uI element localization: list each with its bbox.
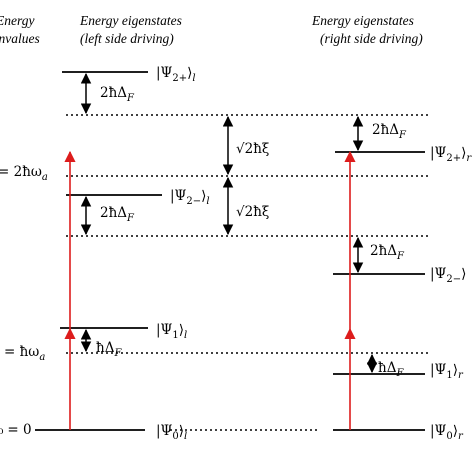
gap-label-xi-lower: √2ħξ	[236, 204, 269, 220]
right-driving-header-line2: (right side driving)	[320, 31, 423, 46]
right-driving-header-line1: Energy eigenstates	[311, 13, 414, 28]
gap-label-1-left: ħΔF	[96, 340, 122, 359]
eigenvalue-label-zero: ₀= 0	[0, 422, 32, 438]
state-label-psi0-right: |Ψ0⟩r	[430, 423, 464, 442]
state-label-psi1-right: |Ψ1⟩r	[430, 362, 464, 381]
state-label-psi0-left: |Ψ0⟩l	[156, 423, 187, 442]
left-driving-header-line2: (left side driving)	[80, 31, 174, 46]
gap-label-xi-upper: √2ħξ	[236, 141, 269, 157]
state-label-psi2p-right: |Ψ2+⟩r	[430, 145, 472, 164]
left-driving-header-line1: Energy eigenstates	[79, 13, 182, 28]
gap-label-2m-right: 2ħΔF	[370, 243, 405, 262]
state-label-psi1-left: |Ψ1⟩l	[156, 322, 187, 341]
gap-label-2m-left: 2ħΔF	[100, 205, 135, 224]
gap-label-2p-left: 2ħΔF	[100, 85, 135, 104]
state-label-psi2p-left: |Ψ2+⟩l	[156, 65, 196, 84]
eigenvalue-label-2omega: = 2ħωa	[0, 164, 48, 183]
gap-label-1-right: ħΔF	[378, 360, 404, 379]
eigenvalue-label-omega: = ħωa	[4, 344, 45, 363]
state-label-psi2m-right: |Ψ2−⟩	[430, 266, 466, 285]
state-label-psi2m-left: |Ψ2−⟩l	[170, 188, 210, 207]
gap-label-2p-right: 2ħΔF	[372, 122, 407, 141]
eigenvalues-header-line2: eigenvalues	[0, 31, 40, 46]
eigenvalues-header-line1: Energy	[0, 13, 34, 28]
